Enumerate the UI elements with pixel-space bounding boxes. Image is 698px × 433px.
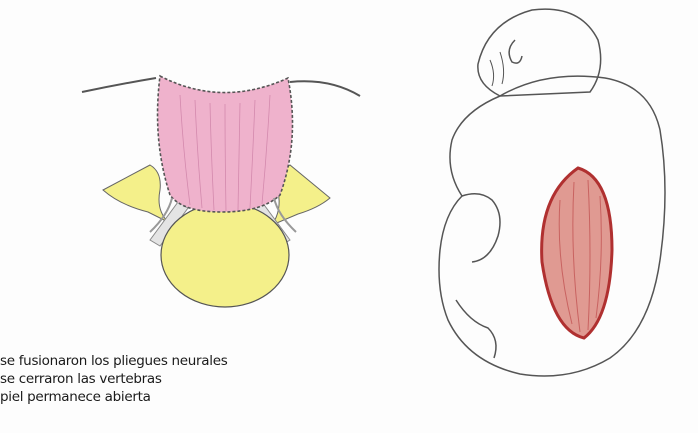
vertebral-body [161, 203, 289, 307]
left-transverse-process [103, 165, 168, 222]
caption-line-skin-open: piel permanece abierta [0, 388, 360, 406]
infant-head [478, 9, 601, 96]
caption-line-neural-folds: se fusionaron los pliegues neurales [0, 352, 360, 370]
open-lesion [542, 168, 612, 338]
infant-hair [490, 52, 504, 86]
infant-ear [509, 40, 522, 63]
caption-line-vertebrae: se cerraron las vertebras [0, 370, 360, 388]
caption-block: se fusionaron los pliegues neurales se c… [0, 352, 360, 406]
infant-back-view [439, 9, 665, 376]
cross-section-diagram [82, 76, 360, 307]
infant-leg [456, 300, 496, 358]
infant-arm [462, 194, 500, 262]
